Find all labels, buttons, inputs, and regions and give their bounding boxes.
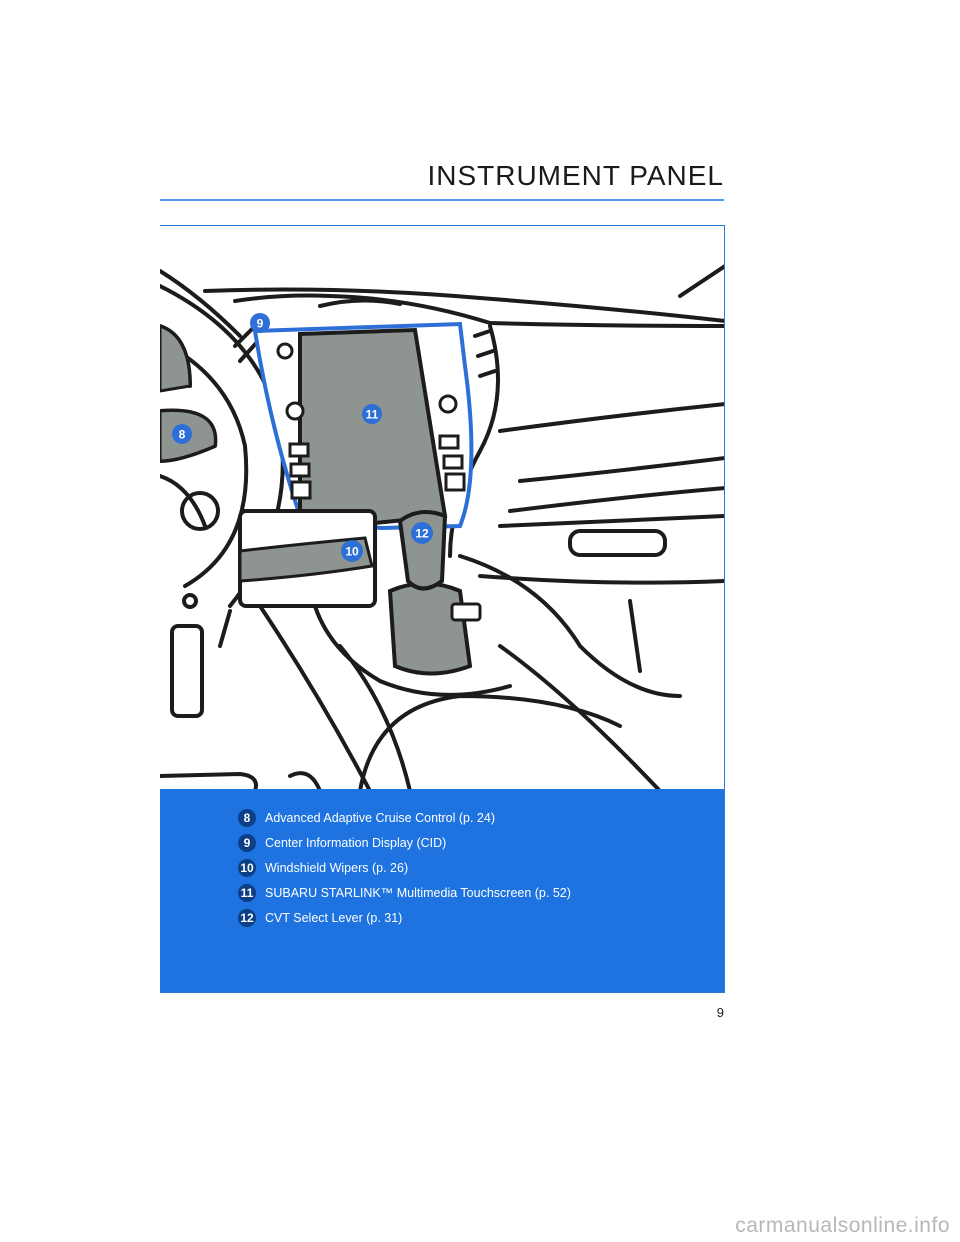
shift-boot-shape (387, 581, 473, 676)
instrument-panel-figure: 9 11 8 12 10 8 Advanced Adaptive Cruise … (160, 225, 725, 993)
legend-number: 8 (238, 809, 256, 827)
legend-number: 12 (238, 909, 256, 927)
legend-number: 9 (238, 834, 256, 852)
svg-text:8: 8 (179, 428, 186, 442)
callout-legend: 8 Advanced Adaptive Cruise Control (p. 2… (160, 789, 724, 992)
section-title: INSTRUMENT PANEL (427, 160, 724, 191)
svg-text:11: 11 (366, 408, 379, 422)
wiper-stalk-shape (238, 536, 374, 583)
legend-label: CVT Select Lever (p. 31) (265, 911, 403, 925)
legend-label: Center Information Display (CID) (265, 836, 447, 850)
legend-item: 10 Windshield Wipers (p. 26) (238, 858, 408, 878)
title-rule (160, 199, 724, 201)
callout-badge-11: 11 (362, 404, 382, 424)
dashboard-illustration: 9 11 8 12 10 (160, 264, 724, 791)
svg-text:12: 12 (415, 527, 429, 541)
legend-label: SUBARU STARLINK™ Multimedia Touchscreen … (265, 886, 571, 900)
callout-badge-12: 12 (411, 522, 433, 544)
callout-badge-9: 9 (250, 313, 270, 333)
instrument-cluster-shape (160, 324, 192, 393)
legend-item: 8 Advanced Adaptive Cruise Control (p. 2… (238, 808, 495, 828)
legend-number: 10 (238, 859, 256, 877)
legend-item: 9 Center Information Display (CID) (238, 833, 446, 853)
legend-number: 11 (238, 884, 256, 902)
legend-item: 12 CVT Select Lever (p. 31) (238, 908, 402, 928)
legend-label: Windshield Wipers (p. 26) (265, 861, 409, 875)
legend-label: Advanced Adaptive Cruise Control (p. 24) (265, 811, 495, 825)
legend-item: 11 SUBARU STARLINK™ Multimedia Touchscre… (238, 883, 571, 903)
svg-text:9: 9 (257, 317, 264, 331)
callout-badge-10: 10 (341, 540, 363, 562)
callout-badge-8: 8 (172, 424, 192, 444)
svg-text:10: 10 (345, 545, 359, 559)
watermark-text: carmanualsonline.info (735, 1214, 950, 1237)
page-number: 9 (716, 1005, 724, 1020)
